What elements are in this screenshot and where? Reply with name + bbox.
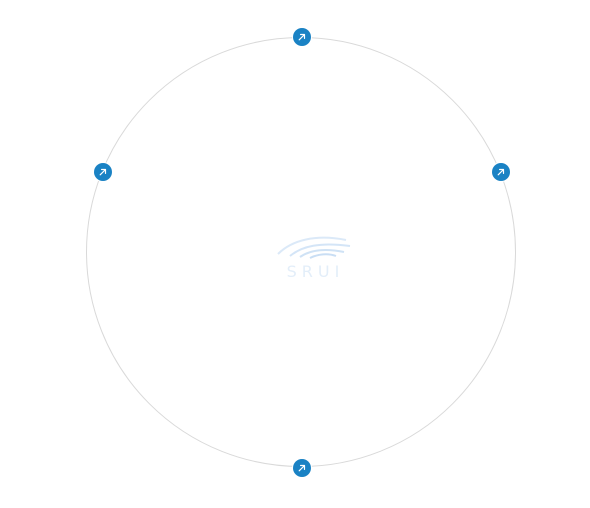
arrow-up-right-icon bbox=[298, 33, 306, 41]
left-node[interactable] bbox=[94, 163, 112, 181]
bottom-node[interactable] bbox=[293, 459, 311, 477]
sail-swirl-logo-icon bbox=[277, 236, 351, 259]
right-node[interactable] bbox=[492, 163, 510, 181]
arrow-up-right-icon bbox=[298, 464, 306, 472]
logo-wordmark: SRUI bbox=[286, 262, 345, 281]
top-node[interactable] bbox=[293, 28, 311, 46]
center-logo: SRUI bbox=[268, 230, 358, 290]
arrow-up-right-icon bbox=[497, 168, 505, 176]
arrow-up-right-icon bbox=[99, 168, 107, 176]
